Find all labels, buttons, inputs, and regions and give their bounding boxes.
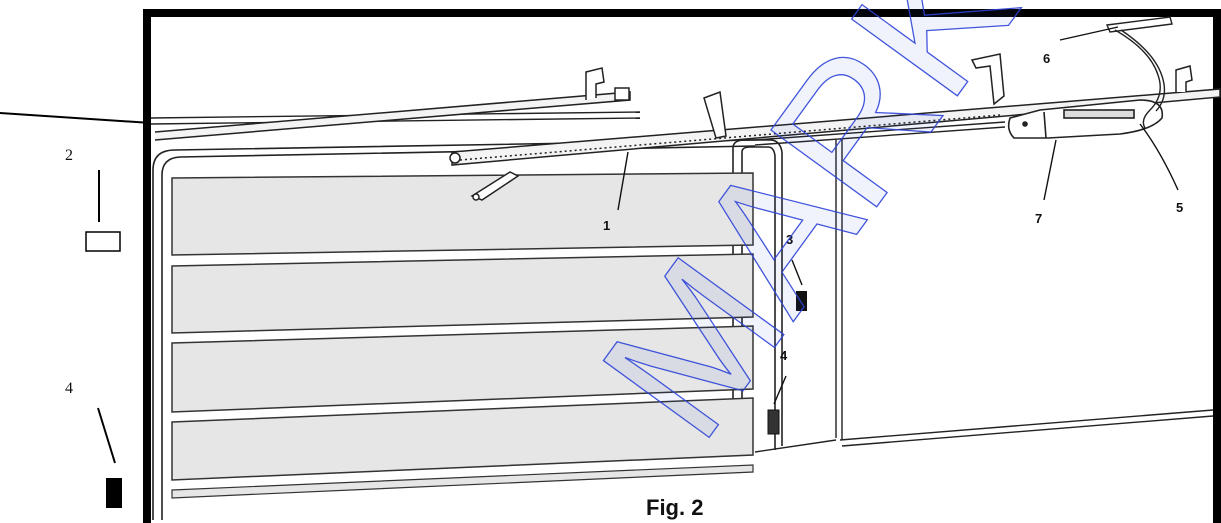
outer-device-2: [85, 231, 121, 252]
door-frame: [152, 139, 783, 520]
figure-frame-top: [143, 9, 1221, 17]
figure-caption: Fig. 2: [646, 495, 703, 520]
figure-frame-right: [1213, 9, 1221, 523]
callout-6: 6: [1043, 51, 1050, 66]
outer-callout-2: 2: [65, 147, 73, 164]
sectional-door: [171, 172, 754, 499]
wall-device-3: [796, 291, 807, 311]
opener-motor-unit: [1007, 99, 1164, 139]
figure-frame-left: [143, 9, 151, 523]
opener-rail: [154, 53, 1221, 201]
outer-device-4: [106, 478, 122, 508]
wall-device-4: [767, 409, 780, 435]
callout-5: 5: [1176, 200, 1183, 215]
callout-4-inner: 4: [780, 348, 788, 363]
outer-leader-4: [97, 407, 116, 464]
outer-callout-4: 4: [65, 380, 73, 397]
outer-pointer-line: [0, 112, 152, 124]
callout-3: 3: [786, 232, 793, 247]
callout-1: 1: [603, 218, 610, 233]
callout-leaders: [617, 26, 1179, 405]
callout-7: 7: [1035, 211, 1042, 226]
watermark: MARKE: [562, 0, 1131, 474]
